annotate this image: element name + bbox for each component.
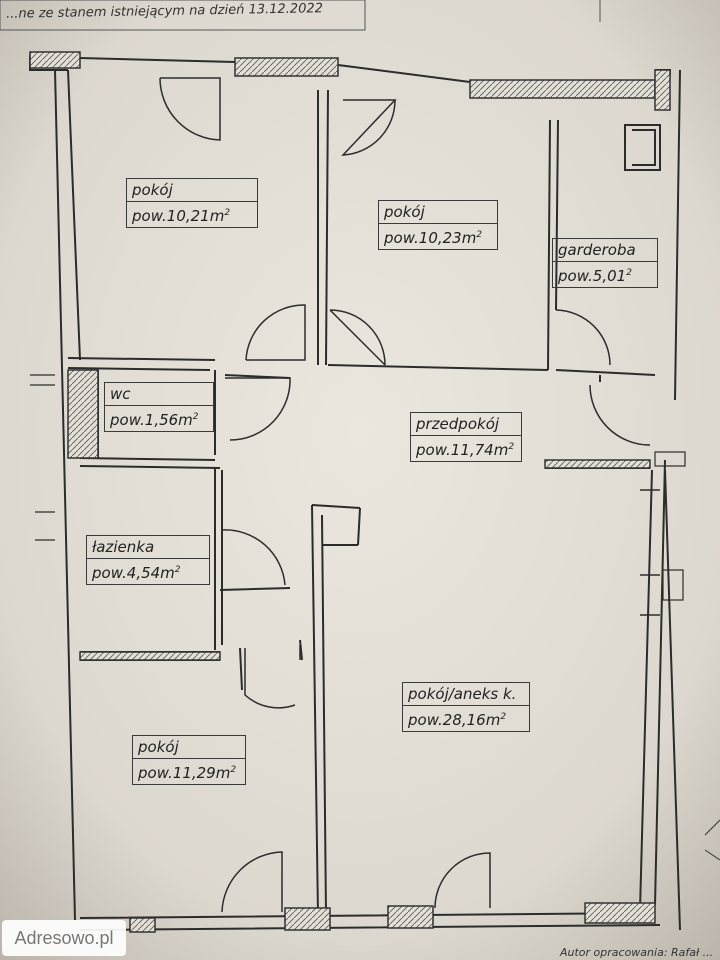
room-label: łazienka pow.4,54m2 [86,535,210,585]
door-swings [159,77,660,913]
header-box [0,0,366,31]
right-fixtures [654,451,686,601]
author-note: Autor opracowania: Rafał ... [560,946,714,959]
room-label: pokój/aneks k. pow.28,16m2 [402,682,530,732]
room-label: przedpokój pow.11,74m2 [410,412,522,462]
watermark-logo[interactable]: Adresowo.pl [2,920,126,956]
left-fixtures [30,374,55,541]
room-label: pokój pow.10,23m2 [378,200,498,250]
room-label: pokój pow.11,29m2 [132,735,246,785]
room-label: garderoba pow.5,012 [552,238,658,288]
page-edge-mark [704,819,720,861]
room-label: wc pow.1,56m2 [104,382,214,432]
room-label: pokój pow.10,21m2 [126,178,258,228]
window-walls [29,51,671,933]
